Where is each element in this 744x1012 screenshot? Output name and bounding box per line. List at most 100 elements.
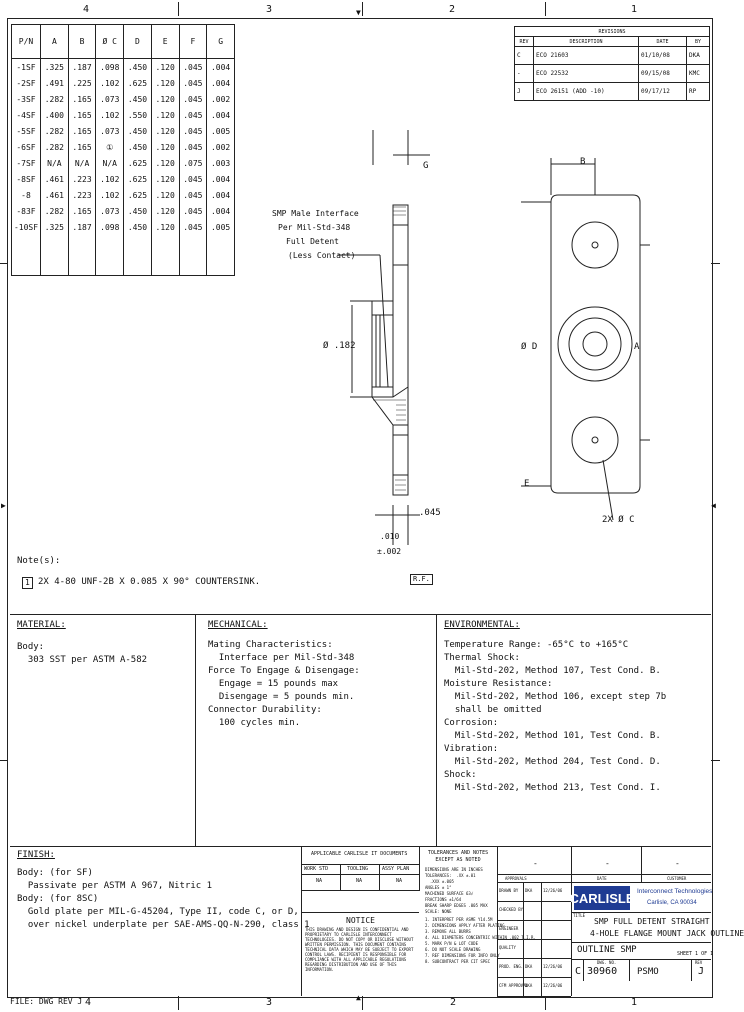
table-cell: .045 <box>179 75 208 91</box>
part-outline: OUTLINE SMP <box>577 945 637 955</box>
table-cell: .004 <box>210 174 231 184</box>
table-cell: .120 <box>151 58 180 75</box>
table-cell: .165 <box>68 107 97 123</box>
text-line: Moisture Resistance: <box>444 679 553 689</box>
text-line: Thermal Shock: <box>444 653 520 663</box>
table-cell: .325 <box>40 219 69 235</box>
left-center-arrow: ▶ <box>1 501 6 510</box>
finish-block: FINISH: Body: (for SF) Passivate per AST… <box>17 850 310 930</box>
table-cell: .165 <box>68 203 97 219</box>
table-cell: .450 <box>123 123 152 139</box>
table-cell: .102 <box>95 75 125 91</box>
table-cell: .625 <box>123 171 152 187</box>
zone-top-3: 3 <box>266 4 273 15</box>
dimension-table: P/N A B Ø C D E F G -1SF.325.187.098.450… <box>11 24 235 276</box>
rev-header-rev: REV <box>514 36 534 47</box>
dwg-number: 30960 <box>587 966 618 977</box>
table-cell: .491 <box>40 75 69 91</box>
revision-cell: ECO 21603 <box>533 46 639 65</box>
table-cell: .450 <box>123 91 152 107</box>
table-cell: .045 <box>179 219 208 235</box>
text-line: Passivate per ASTM A 967, Nitric 1 <box>17 881 213 891</box>
bottom-hole <box>571 416 619 464</box>
table-cell: .002 <box>210 142 231 152</box>
text-line: Shock: <box>444 770 477 780</box>
table-cell: -3SF <box>11 91 41 107</box>
text-line: Connector Durability: <box>208 705 322 715</box>
table-cell: .002 <box>210 94 231 104</box>
text-line: over nickel underplate per SAE-AMS-QQ-N-… <box>17 920 310 930</box>
rev-label: REV <box>695 960 703 965</box>
mechanical-title: MECHANICAL: <box>208 620 268 630</box>
table-cell: .223 <box>68 187 97 203</box>
text-line: Gold plate per MIL-G-45204, Type II, cod… <box>17 907 299 917</box>
table-cell: .102 <box>95 171 125 187</box>
zone-top-1: 1 <box>631 4 638 15</box>
text-line: Mil-Std-202, Method 107, Test Cond. B. <box>444 666 661 676</box>
callout-g: G <box>423 161 429 171</box>
table-cell: .005 <box>210 222 231 232</box>
callout-holes: 2X Ø C <box>602 515 635 525</box>
table-cell: .004 <box>210 206 231 216</box>
note-1-text: 2X 4-80 UNF-2B X 0.085 X 90° COUNTERSINK… <box>38 577 261 587</box>
bottom-center-arrow: ▲ <box>356 993 361 1002</box>
table-cell: .045 <box>179 58 208 75</box>
approval-cell: PROD. ENG. <box>499 964 524 969</box>
text-line: 7. REF DIMENSIONS FOR INFO ONLY <box>425 953 500 958</box>
table-cell: .325 <box>40 58 69 75</box>
table-cell: .045 <box>179 123 208 139</box>
callout-045: .045 <box>419 508 441 518</box>
footer-file: FILE: DWG REV J <box>10 997 83 1006</box>
table-cell: .187 <box>68 58 97 75</box>
rev-header-date: DATE <box>638 36 687 47</box>
table-row: -1SF.325.187.098.450.120.045.004 <box>11 58 235 75</box>
callout-e: E <box>524 479 530 489</box>
approval-cell: CFM APPROVAL <box>499 983 528 988</box>
table-cell: .120 <box>151 155 180 171</box>
table-cell: .450 <box>123 58 152 75</box>
text-line: 5. MARK P/N & LOT CODE <box>425 941 478 946</box>
approval-cell: DKA <box>525 888 533 893</box>
top-center-arrow: ▼ <box>356 8 361 17</box>
callout-rf: R.F. <box>410 574 433 585</box>
table-cell: .625 <box>123 187 152 203</box>
callout-a: A <box>634 342 640 352</box>
text-line: Mil-Std-202, Method 213, Test Cond. I. <box>444 783 661 793</box>
table-cell: .461 <box>40 171 69 187</box>
table-cell: .004 <box>210 62 231 72</box>
revisions-title: REVISIONS <box>514 26 710 37</box>
text-line: Body: (for SF) <box>17 868 93 878</box>
table-cell: .045 <box>179 171 208 187</box>
tolerances-sub: EXCEPT AS NOTED <box>435 857 481 863</box>
header-g: G <box>206 24 235 59</box>
zone-bottom-2: 2 <box>450 997 457 1008</box>
table-cell: .045 <box>179 203 208 219</box>
approvals-header: APPROVALS <box>505 876 527 881</box>
table-cell: .098 <box>95 219 125 235</box>
table-cell: .223 <box>68 171 97 187</box>
table-cell: .450 <box>123 219 152 235</box>
header-f: F <box>179 24 208 59</box>
table-cell: -8 <box>11 187 41 203</box>
drawing-title-2: 4-HOLE FLANGE MOUNT JACK OUTLINE <box>590 929 744 938</box>
text-line: BREAK SHARP EDGES .005 MAX <box>425 903 488 908</box>
material-block: MATERIAL: Body: 303 SST per ASTM A-582 <box>17 620 147 665</box>
table-cell: .625 <box>123 155 152 171</box>
side-view-drawing <box>338 130 430 545</box>
material-title: MATERIAL: <box>17 620 66 630</box>
cage-code: PSMO <box>637 967 659 977</box>
applicable-docs: APPLICABLE CARLISLE IT DOCUMENTS WORK ST… <box>301 846 420 891</box>
text-line: Corrosion: <box>444 718 499 728</box>
environmental-title: ENVIRONMENTAL: <box>444 620 520 630</box>
table-cell: .282 <box>40 123 69 139</box>
applicable-value-work: NA <box>316 878 323 884</box>
table-cell: .075 <box>179 155 208 171</box>
table-cell: .461 <box>40 187 69 203</box>
table-cell: .120 <box>151 187 180 203</box>
table-cell: -1SF <box>11 58 41 75</box>
table-row: -5SF.282.165.073.450.120.045.005 <box>11 123 235 139</box>
table-cell: N/A <box>40 155 69 171</box>
